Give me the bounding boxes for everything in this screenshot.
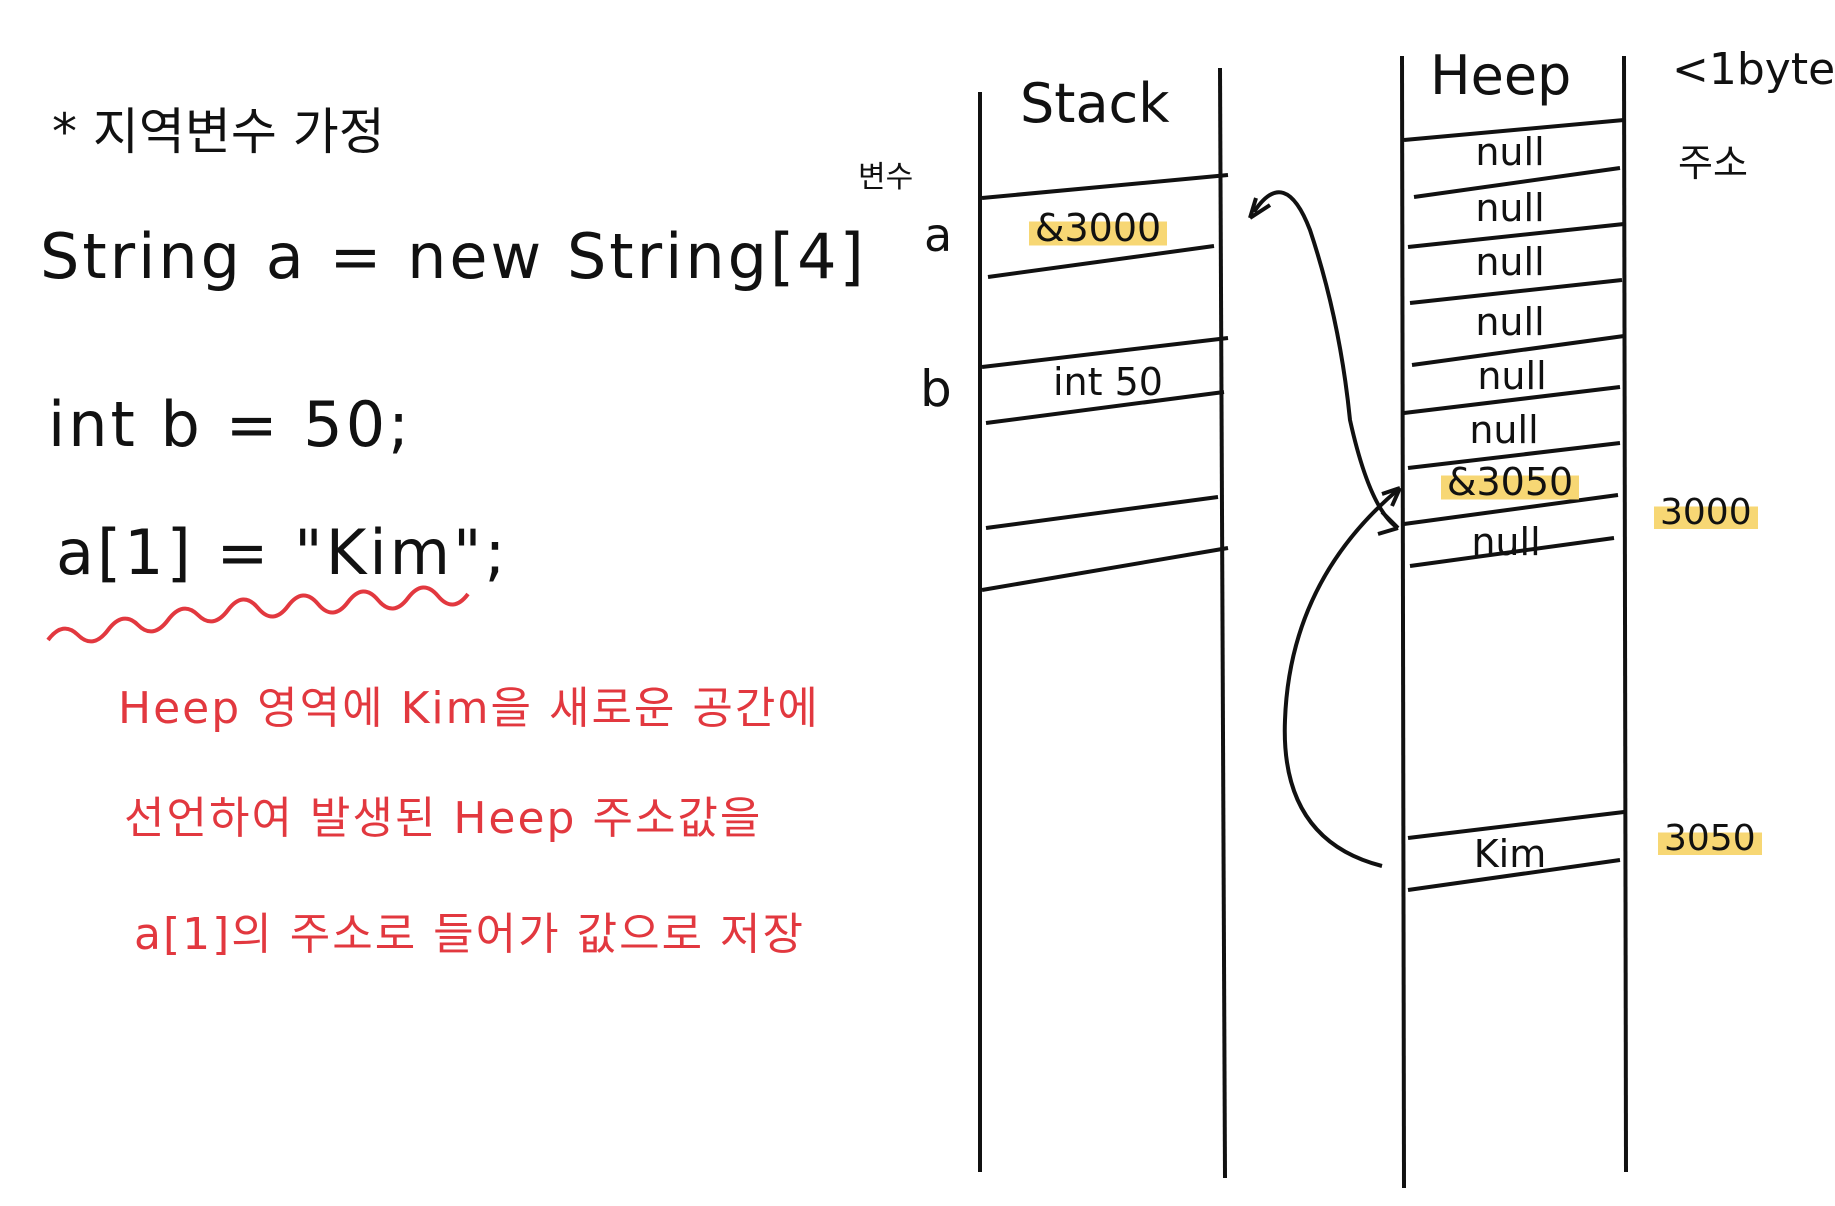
note-title: * 지역변수 가정: [52, 103, 385, 161]
heap-column: [1400, 55, 1628, 1189]
code-line-2: int b = 50;: [48, 388, 413, 461]
code-line-1: String a = new String[4]: [40, 220, 867, 293]
stack-var-label: 변수: [858, 160, 914, 195]
stack-title: Stack: [1020, 72, 1170, 135]
explanation-line-1: Heep 영역에 Kim을 새로운 공간에: [118, 683, 820, 734]
heap-address-label: 주소: [1678, 141, 1748, 185]
heap-address-3050: 3050: [1658, 818, 1762, 859]
explanation-line-3: a[1]의 주소로 들어가 값으로 저장: [134, 909, 805, 960]
code-line-3: a[1] = "Kim";: [56, 516, 509, 589]
explanation-line-2: 선언하여 발생된 Heep 주소값을: [124, 793, 763, 844]
heap-cell-5: null: [1469, 408, 1539, 452]
stack-var-b: b: [920, 360, 952, 418]
heap-address-3000: 3000: [1654, 492, 1758, 533]
arrow-a-to-heap: [1252, 190, 1400, 530]
heap-cell-4: null: [1477, 354, 1547, 398]
heap-cell-3: null: [1475, 300, 1545, 344]
heap-unit-note: <1byte: [1672, 44, 1835, 95]
heap-cell-2: null: [1475, 240, 1545, 284]
heap-cell-1: null: [1475, 186, 1545, 230]
heap-title: Heep: [1430, 44, 1572, 107]
stack-cell-b: int 50: [1053, 360, 1163, 404]
stack-column: [978, 67, 1229, 1179]
arrowhead-kim-to-ref: [1381, 486, 1402, 507]
arrowhead-heap-start: [1377, 510, 1400, 536]
heap-cell-7: null: [1471, 520, 1541, 564]
heap-cell-0: null: [1475, 130, 1545, 174]
arrowhead-a-to-heap: [1248, 197, 1272, 220]
heap-cell-6: &3050: [1410, 460, 1610, 504]
stack-cell-a: &3000: [998, 206, 1198, 250]
heap-cell-kim: Kim: [1473, 832, 1547, 876]
red-wavy-underline: [46, 585, 470, 644]
stack-var-a: a: [924, 208, 953, 262]
arrow-kim-to-ref: [1282, 486, 1402, 868]
